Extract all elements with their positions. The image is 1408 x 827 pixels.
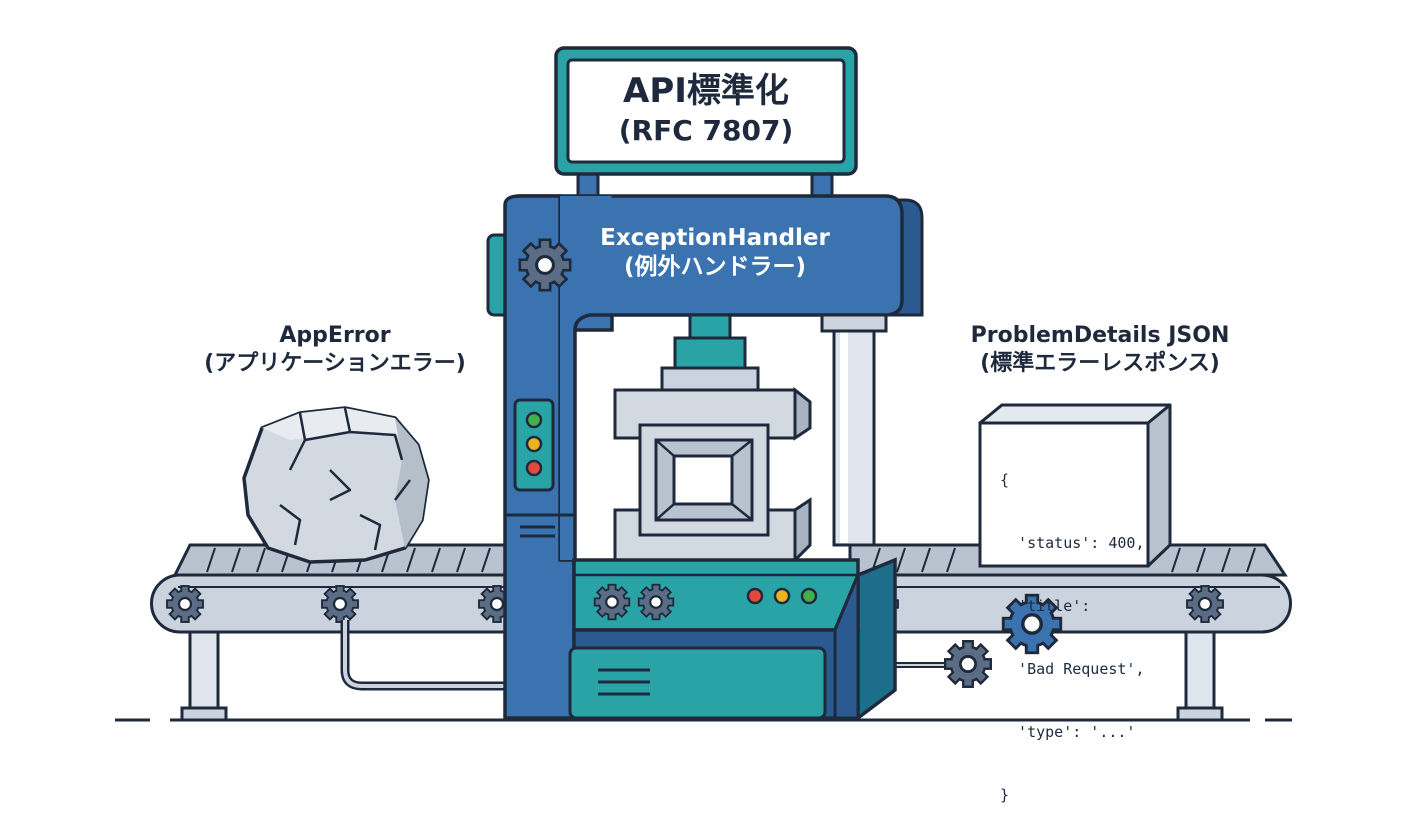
json-line: { bbox=[1000, 471, 1010, 489]
input-label: AppError (アプリケーションエラー) bbox=[150, 322, 520, 377]
json-line: 'status': 400, bbox=[1000, 534, 1145, 552]
sign-subtitle: (RFC 7807) bbox=[618, 113, 794, 147]
output-subtitle: (標準エラーレスポンス) bbox=[980, 350, 1220, 376]
left-conveyor bbox=[150, 543, 522, 722]
exception-handler-machine bbox=[486, 194, 924, 722]
problem-details-box bbox=[978, 403, 1172, 568]
api-standard-sign-label: API標準化 (RFC 7807) bbox=[568, 70, 844, 148]
api-standard-sign bbox=[554, 46, 858, 202]
machine-label: ExceptionHandler (例外ハンドラー) bbox=[570, 224, 860, 282]
exception-handler-diagram bbox=[115, 46, 1292, 722]
json-line: 'title': bbox=[1000, 597, 1091, 615]
json-line: 'Bad Request', bbox=[1000, 660, 1145, 678]
json-line: } bbox=[1000, 786, 1010, 804]
sign-title: API標準化 bbox=[623, 71, 789, 111]
output-label: ProblemDetails JSON (標準エラーレスポンス) bbox=[920, 322, 1280, 377]
json-line: 'type': '...' bbox=[1000, 723, 1136, 741]
machine-title: ExceptionHandler bbox=[600, 225, 830, 251]
output-title: ProblemDetails JSON bbox=[970, 323, 1230, 348]
machine-subtitle: (例外ハンドラー) bbox=[623, 253, 807, 280]
app-error-rock bbox=[242, 406, 430, 564]
input-subtitle: (アプリケーションエラー) bbox=[204, 350, 466, 376]
input-title: AppError bbox=[279, 323, 391, 348]
json-content: { 'status': 400, 'title': 'Bad Request',… bbox=[1000, 428, 1145, 827]
